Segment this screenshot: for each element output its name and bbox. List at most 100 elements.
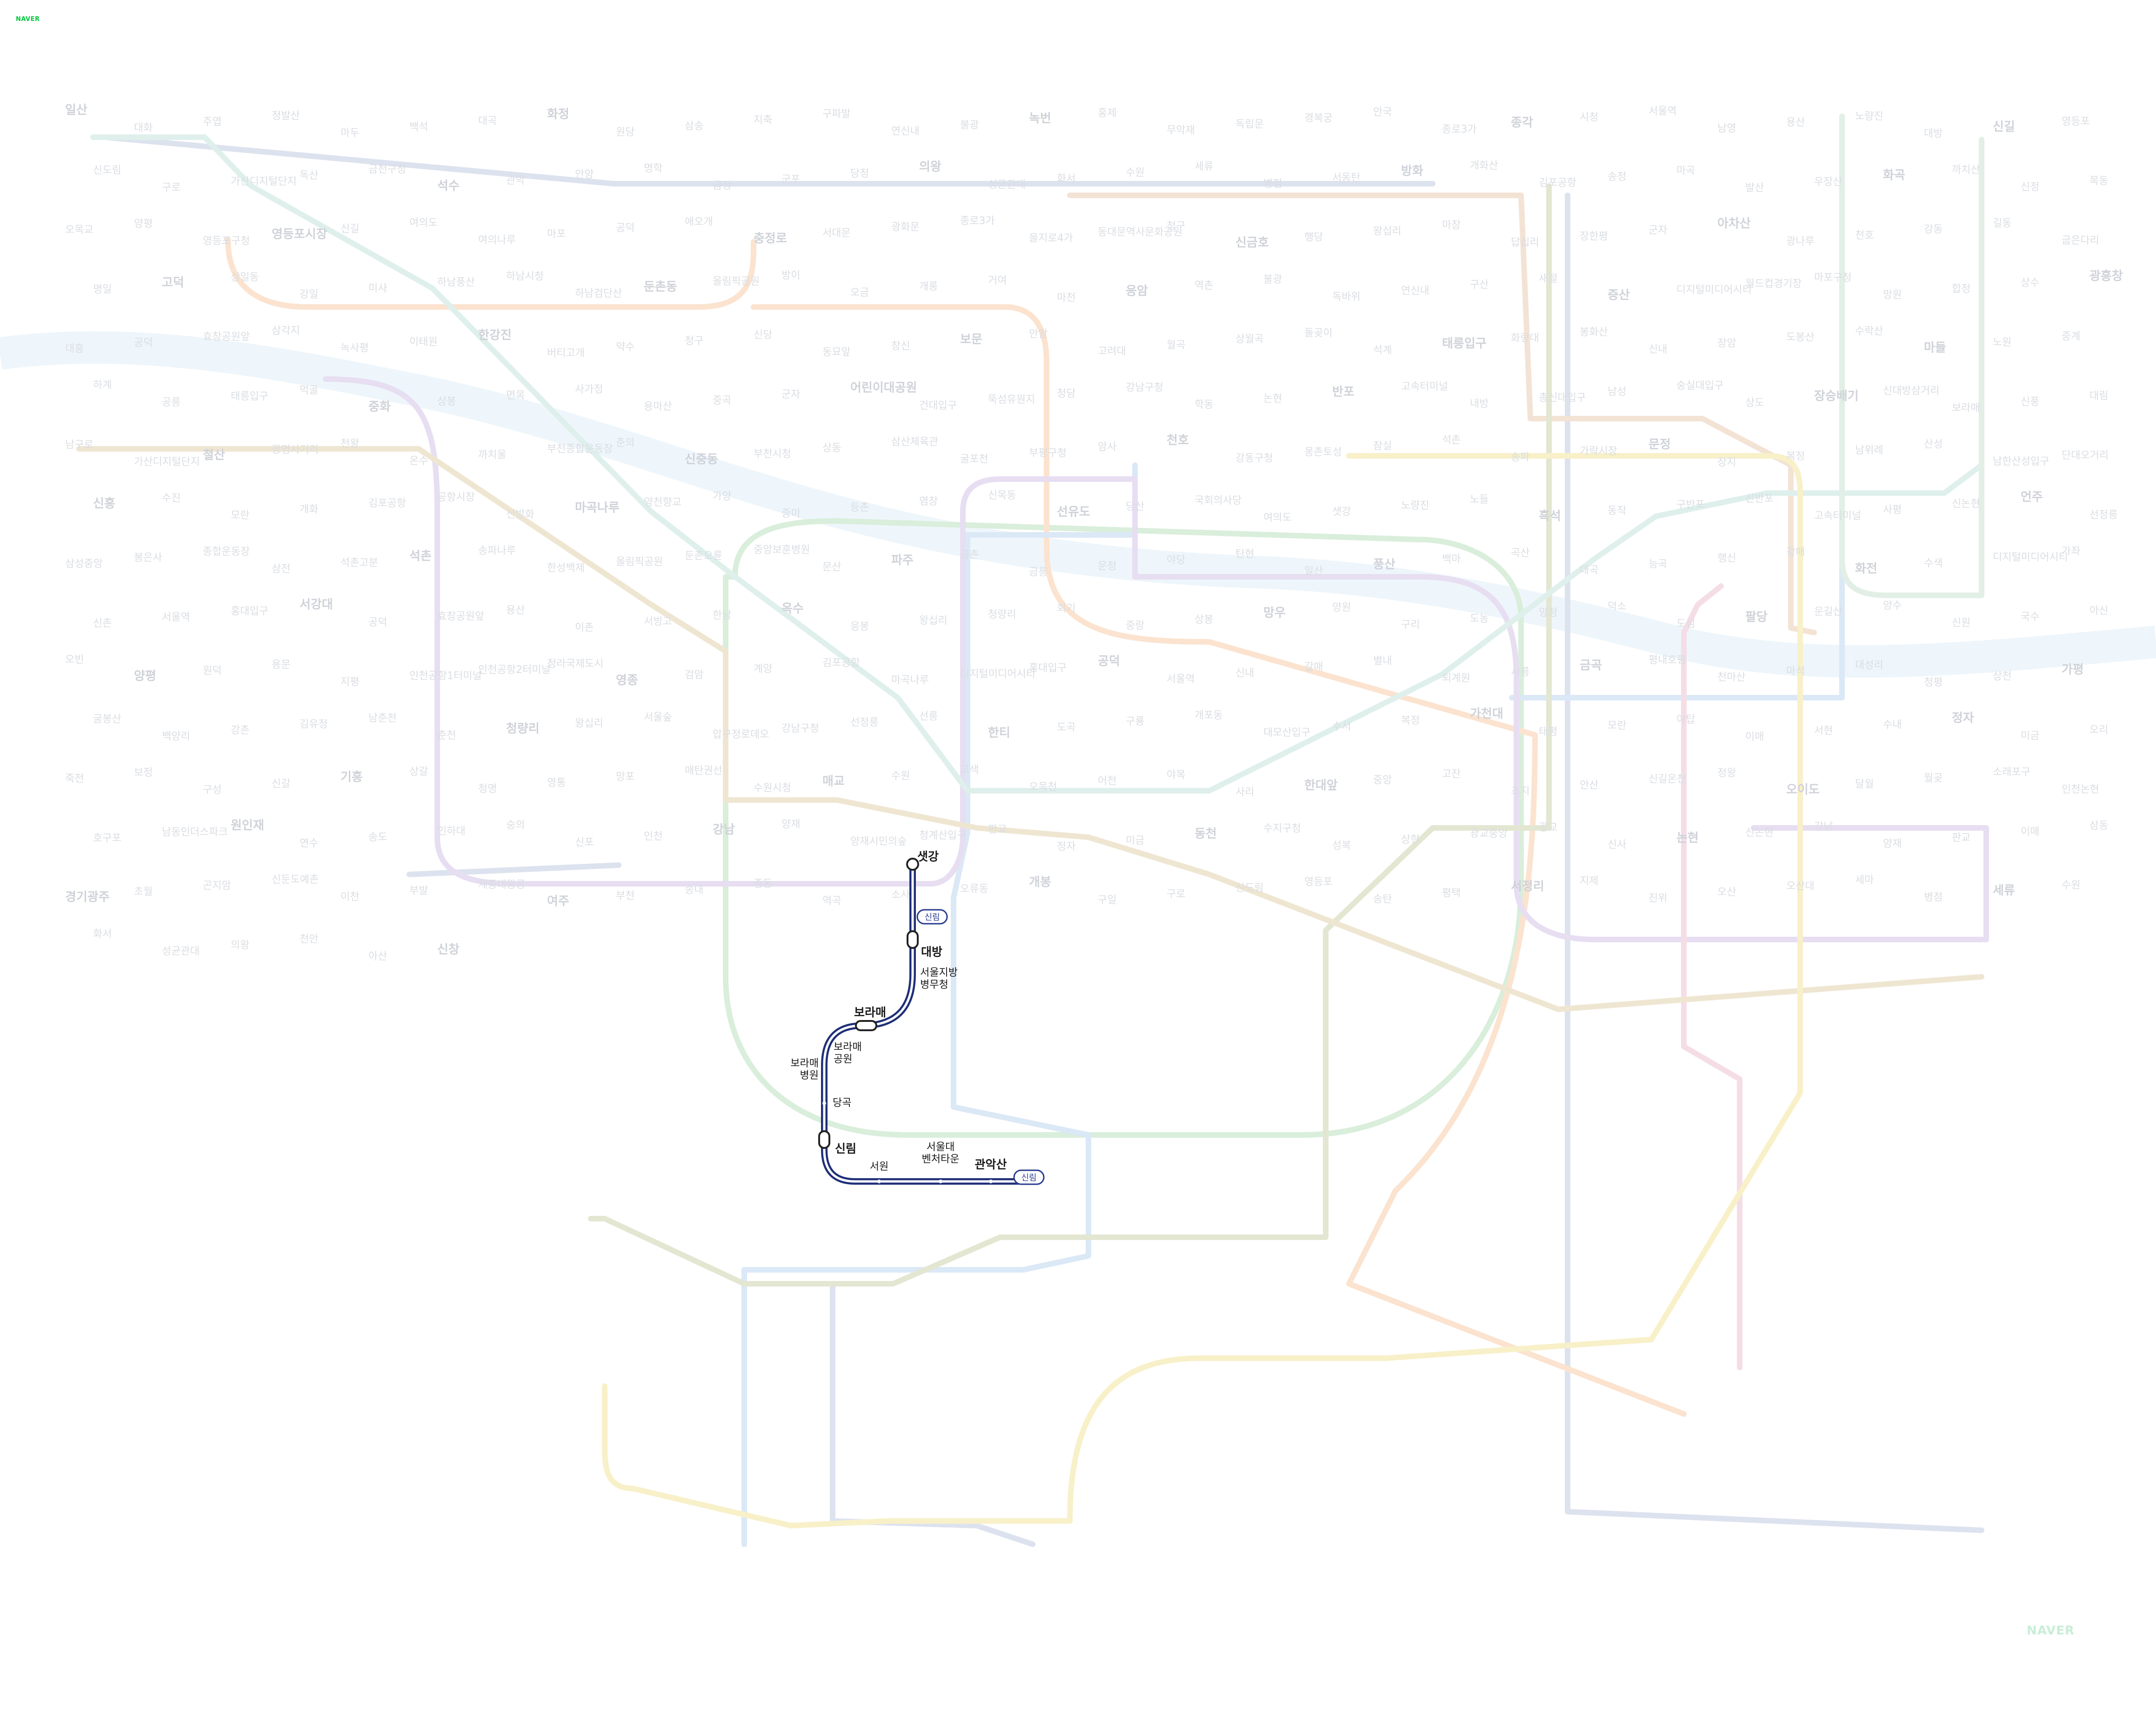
- faded-station-label: 신도림: [1235, 882, 1264, 894]
- station-marker[interactable]: [877, 1180, 881, 1183]
- faded-station-label: 건대입구: [919, 400, 957, 412]
- faded-station-label: 인하대: [437, 826, 466, 837]
- faded-station-label: 일산: [65, 103, 87, 117]
- faded-station-label: 연수: [300, 838, 318, 849]
- faded-station-label: 계양: [754, 663, 772, 675]
- faded-station-label: 이매: [1745, 731, 1764, 743]
- faded-station-label: 광흥창: [2089, 269, 2123, 283]
- faded-station-label: 양정: [1539, 607, 1557, 619]
- line-badge-1[interactable]: 신림: [916, 909, 948, 925]
- faded-station-label: 미금: [2021, 730, 2039, 742]
- faded-station-label: 광명사거리: [272, 444, 319, 456]
- faded-station-label: 한남: [713, 610, 731, 621]
- faded-station-label: 디지털미디어시티: [1676, 284, 1752, 296]
- faded-station-label: 덕소: [1608, 601, 1626, 613]
- station-marker[interactable]: [855, 1020, 877, 1031]
- station-boramae[interactable]: 보라매: [854, 1006, 886, 1031]
- faded-station-label: 여의도: [1263, 512, 1292, 524]
- station-marker[interactable]: [831, 1047, 834, 1051]
- station-marker[interactable]: [822, 1101, 826, 1105]
- faded-station-label: 미사: [368, 283, 387, 294]
- station-daebang[interactable]: 대방: [907, 930, 942, 959]
- faded-station-label: 영통: [547, 777, 566, 789]
- faded-station-label: 인천: [644, 831, 662, 842]
- faded-station-label: 국수: [2021, 611, 2039, 623]
- faded-station-label: 신길: [340, 223, 359, 235]
- faded-station-label: 삼산체육관: [891, 436, 938, 448]
- faded-station-label: 청평: [1924, 677, 1942, 688]
- station-marker[interactable]: [989, 1180, 993, 1183]
- faded-station-label: 왕십리: [1373, 226, 1402, 237]
- faded-station-label: 세류: [1195, 161, 1213, 173]
- faded-station-label: 경복궁: [1304, 113, 1333, 124]
- faded-station-label: 중앙보훈병원: [754, 544, 810, 556]
- faded-station-label: 성균관대: [988, 179, 1026, 191]
- faded-station-label: 중곡: [713, 395, 731, 407]
- faded-station-label: 송도: [368, 832, 387, 843]
- faded-station-label: 탄현: [1235, 548, 1254, 560]
- faded-station-label: 송탄: [1373, 894, 1392, 905]
- faded-station-label: 한성백제: [547, 562, 585, 574]
- faded-station-label: 천호: [1167, 434, 1189, 447]
- faded-station-label: 광교: [1539, 822, 1557, 834]
- faded-station-label: 연신내: [1401, 285, 1429, 297]
- faded-station-label: 인천공항2터미널: [478, 664, 551, 676]
- faded-station-label: 복정: [1401, 715, 1420, 727]
- station-danggok[interactable]: 당곡: [822, 1097, 851, 1109]
- station-marker[interactable]: [905, 856, 921, 872]
- faded-station-label: 판교: [988, 824, 1007, 835]
- faded-station-label: 양재: [1883, 838, 1902, 850]
- active-line-sillim[interactable]: [821, 861, 1036, 1185]
- faded-station-label: 강남구청: [1126, 382, 1163, 393]
- faded-station-label: 곤지암: [203, 880, 231, 892]
- faded-station-label: 아산: [368, 951, 387, 962]
- faded-station-label: 행신: [1717, 553, 1736, 564]
- faded-station-label: 매탄권선: [685, 765, 722, 777]
- faded-station-label: 월곡: [1167, 340, 1185, 351]
- faded-station-label: 창신: [891, 340, 910, 352]
- faded-station-label: 지축: [754, 114, 772, 126]
- station-gwanaksan[interactable]: 관악산: [975, 1158, 1007, 1183]
- faded-station-label: 신풍: [2021, 396, 2039, 408]
- faded-station-label: 증미: [781, 508, 800, 520]
- faded-station-label: 우장산: [1814, 176, 1842, 188]
- faded-station-label: 공덕: [616, 222, 634, 234]
- faded-station-label: 노원: [1993, 337, 2011, 348]
- faded-station-label: 천호: [1855, 230, 1874, 241]
- faded-station-label: 역촌: [1195, 280, 1213, 292]
- faded-station-label: 무악재: [1167, 125, 1195, 136]
- faded-station-label: 강남: [1814, 821, 1833, 833]
- faded-station-label: 진위: [1649, 893, 1667, 904]
- station-marker[interactable]: [939, 1180, 942, 1183]
- faded-station-label: 이촌: [575, 622, 594, 634]
- faded-station-label: 서울역: [1167, 674, 1195, 685]
- faded-station-label: 뚝섬유원지: [988, 394, 1035, 406]
- faded-station-label: 명일: [93, 284, 112, 295]
- station-marker[interactable]: [818, 1130, 830, 1149]
- station-saetgang[interactable]: 샛강: [905, 850, 939, 872]
- faded-station-label: 갈매: [1304, 661, 1323, 673]
- station-marker[interactable]: [907, 930, 919, 949]
- station-sillim[interactable]: 신림: [818, 1130, 856, 1155]
- faded-station-label: 백양리: [162, 731, 190, 742]
- line-badge-2[interactable]: 신림: [1013, 1169, 1045, 1185]
- faded-station-label: 산성: [1924, 439, 1942, 450]
- faded-station-label: 원당: [616, 127, 634, 138]
- faded-station-label: 군자: [1649, 225, 1667, 236]
- faded-line-1: [102, 134, 1984, 1547]
- faded-station-label: 신당: [754, 329, 772, 341]
- faded-station-label: 강매: [1786, 547, 1805, 558]
- faded-station-label: 군포: [781, 174, 800, 186]
- faded-station-label: 원덕: [203, 665, 221, 677]
- station-seowon[interactable]: 서원: [870, 1161, 888, 1183]
- faded-station-label: 양평: [134, 218, 153, 230]
- faded-station-label: 회기: [1057, 603, 1075, 614]
- faded-station-label: 수서: [1332, 721, 1351, 733]
